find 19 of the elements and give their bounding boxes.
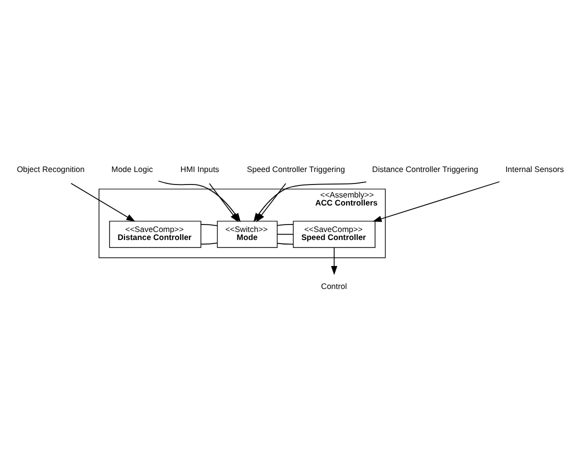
- node-box: <<SaveComp>> Speed Controller: [292, 220, 376, 248]
- node-text: HMI Inputs: [180, 165, 220, 174]
- node-text: Mode Logic: [111, 165, 153, 174]
- node-box: <<Switch>> Mode: [216, 220, 278, 248]
- node-box: <<SaveComp>> Distance Controller: [109, 220, 202, 248]
- arrow: [70, 182, 136, 222]
- connector: [200, 224, 218, 226]
- connector: [277, 234, 294, 235]
- connector: [200, 242, 218, 245]
- arrow: [372, 181, 500, 222]
- connector: [277, 224, 294, 226]
- node-text: Object Recognition: [16, 165, 85, 174]
- node-text: Speed Controller Triggering: [246, 165, 345, 174]
- node-text: Distance Controller Triggering: [372, 165, 478, 174]
- node-text: Internal Sensors: [505, 165, 564, 174]
- connector: [277, 242, 294, 245]
- arrow: [208, 183, 239, 222]
- node-text: Control: [321, 282, 347, 291]
- arrow: [331, 247, 338, 276]
